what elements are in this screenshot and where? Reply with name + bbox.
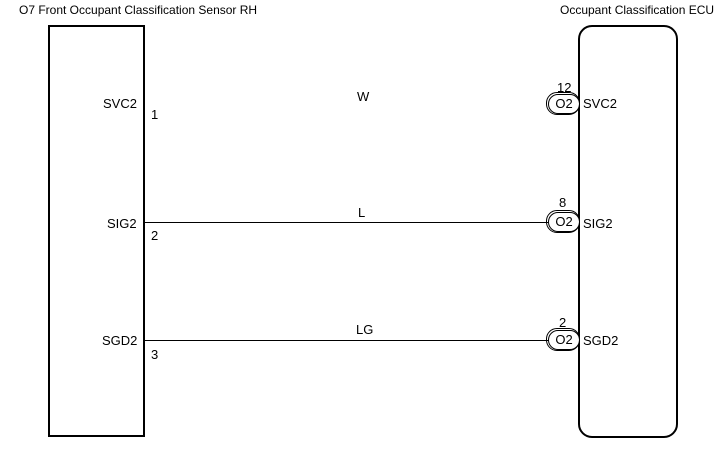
wire-sgd2: [145, 340, 550, 341]
right-pin-name-svc2: SVC2: [583, 96, 617, 111]
wire-color-l: L: [358, 205, 366, 220]
connector-o2-sgd2: O2: [546, 328, 580, 351]
right-pin-number-12: 12: [557, 80, 572, 95]
wire-color-w: W: [357, 89, 370, 104]
right-pin-name-sgd2: SGD2: [583, 333, 619, 348]
occupant-classification-ecu-box: [578, 25, 678, 438]
left-pin-number-2: 2: [151, 228, 159, 243]
front-occupant-classification-sensor-rh-box: [48, 25, 145, 437]
wire-color-lg: LG: [356, 322, 374, 337]
right-component-title: Occupant Classification ECU: [560, 3, 714, 17]
right-pin-number-2: 2: [559, 315, 567, 330]
wire-sig2: [145, 222, 550, 223]
right-pin-name-sig2: SIG2: [583, 216, 613, 231]
left-pin-name-svc2: SVC2: [103, 96, 137, 111]
left-pin-number-1: 1: [151, 107, 159, 122]
connector-o2-sig2: O2: [546, 210, 580, 233]
left-pin-name-sgd2: SGD2: [102, 333, 138, 348]
left-pin-name-sig2: SIG2: [107, 216, 137, 231]
left-pin-number-3: 3: [151, 347, 159, 362]
right-pin-number-8: 8: [559, 195, 567, 210]
left-component-title: O7 Front Occupant Classification Sensor …: [19, 3, 258, 17]
connector-o2-svc2: O2: [546, 92, 580, 115]
